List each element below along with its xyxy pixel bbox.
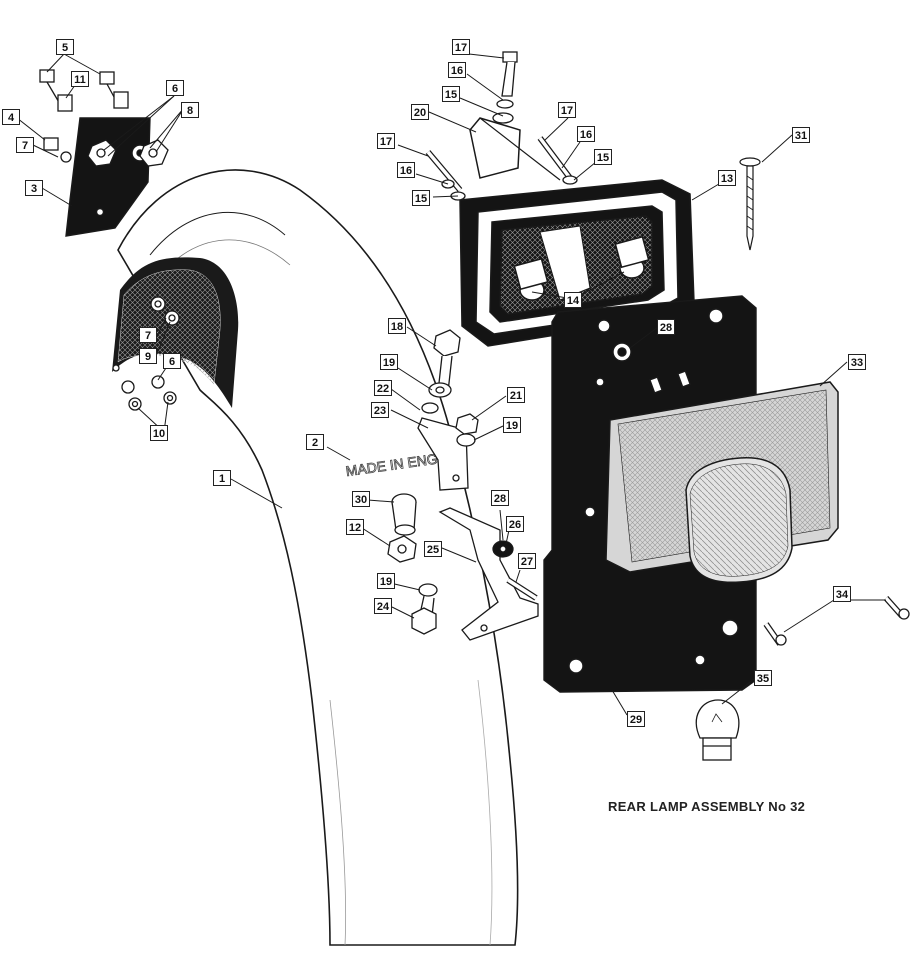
callout-16c: 16 (397, 162, 415, 178)
callout-1: 1 (213, 470, 231, 486)
callout-6a: 6 (166, 80, 184, 96)
callout-19a: 19 (380, 354, 398, 370)
guard-fasteners (112, 296, 180, 411)
callout-19c: 19 (377, 573, 395, 589)
callout-15a: 15 (442, 86, 460, 102)
callout-6b: 6 (163, 353, 181, 369)
callout-17c: 17 (377, 133, 395, 149)
callout-9: 9 (139, 348, 157, 364)
callout-17b: 17 (558, 102, 576, 118)
lamp-lens (605, 381, 839, 584)
callout-15c: 15 (412, 190, 430, 206)
callout-29: 29 (627, 711, 645, 727)
callout-7b: 7 (139, 327, 157, 343)
mounting-bracket (65, 117, 151, 237)
lamp-body (459, 117, 695, 347)
screws-34 (763, 596, 910, 646)
diagram-caption: REAR LAMP ASSEMBLY No 32 (608, 799, 806, 814)
callout-27: 27 (518, 553, 536, 569)
callout-12: 12 (346, 519, 364, 535)
callout-28a: 28 (491, 490, 509, 506)
callout-16a: 16 (448, 62, 466, 78)
callout-5: 5 (56, 39, 74, 55)
callout-4: 4 (2, 109, 20, 125)
callout-21: 21 (507, 387, 525, 403)
callout-19b: 19 (503, 417, 521, 433)
callout-24: 24 (374, 598, 392, 614)
lamp-screws (425, 51, 578, 201)
callout-8: 8 (181, 102, 199, 118)
callout-11: 11 (71, 71, 89, 87)
bulb-35 (695, 699, 740, 761)
callout-16b: 16 (577, 126, 595, 142)
screw-31 (739, 157, 761, 251)
callout-18: 18 (388, 318, 406, 334)
callout-30: 30 (352, 491, 370, 507)
callout-31: 31 (792, 127, 810, 143)
callout-26: 26 (506, 516, 524, 532)
plate-bracket-parts (387, 329, 539, 641)
callout-3: 3 (25, 180, 43, 196)
callout-2: 2 (306, 434, 324, 450)
callout-20: 20 (411, 104, 429, 120)
callout-34: 34 (833, 586, 851, 602)
callout-13: 13 (718, 170, 736, 186)
bracket-bolts (39, 69, 169, 167)
callout-35: 35 (754, 670, 772, 686)
callout-17a: 17 (452, 39, 470, 55)
callout-33: 33 (848, 354, 866, 370)
callout-14: 14 (564, 292, 582, 308)
callout-28b: 28 (657, 319, 675, 335)
callout-23: 23 (371, 402, 389, 418)
callout-10: 10 (150, 425, 168, 441)
callout-25: 25 (424, 541, 442, 557)
callout-15b: 15 (594, 149, 612, 165)
callout-7a: 7 (16, 137, 34, 153)
leader-lines (16, 53, 886, 716)
callout-22: 22 (374, 380, 392, 396)
